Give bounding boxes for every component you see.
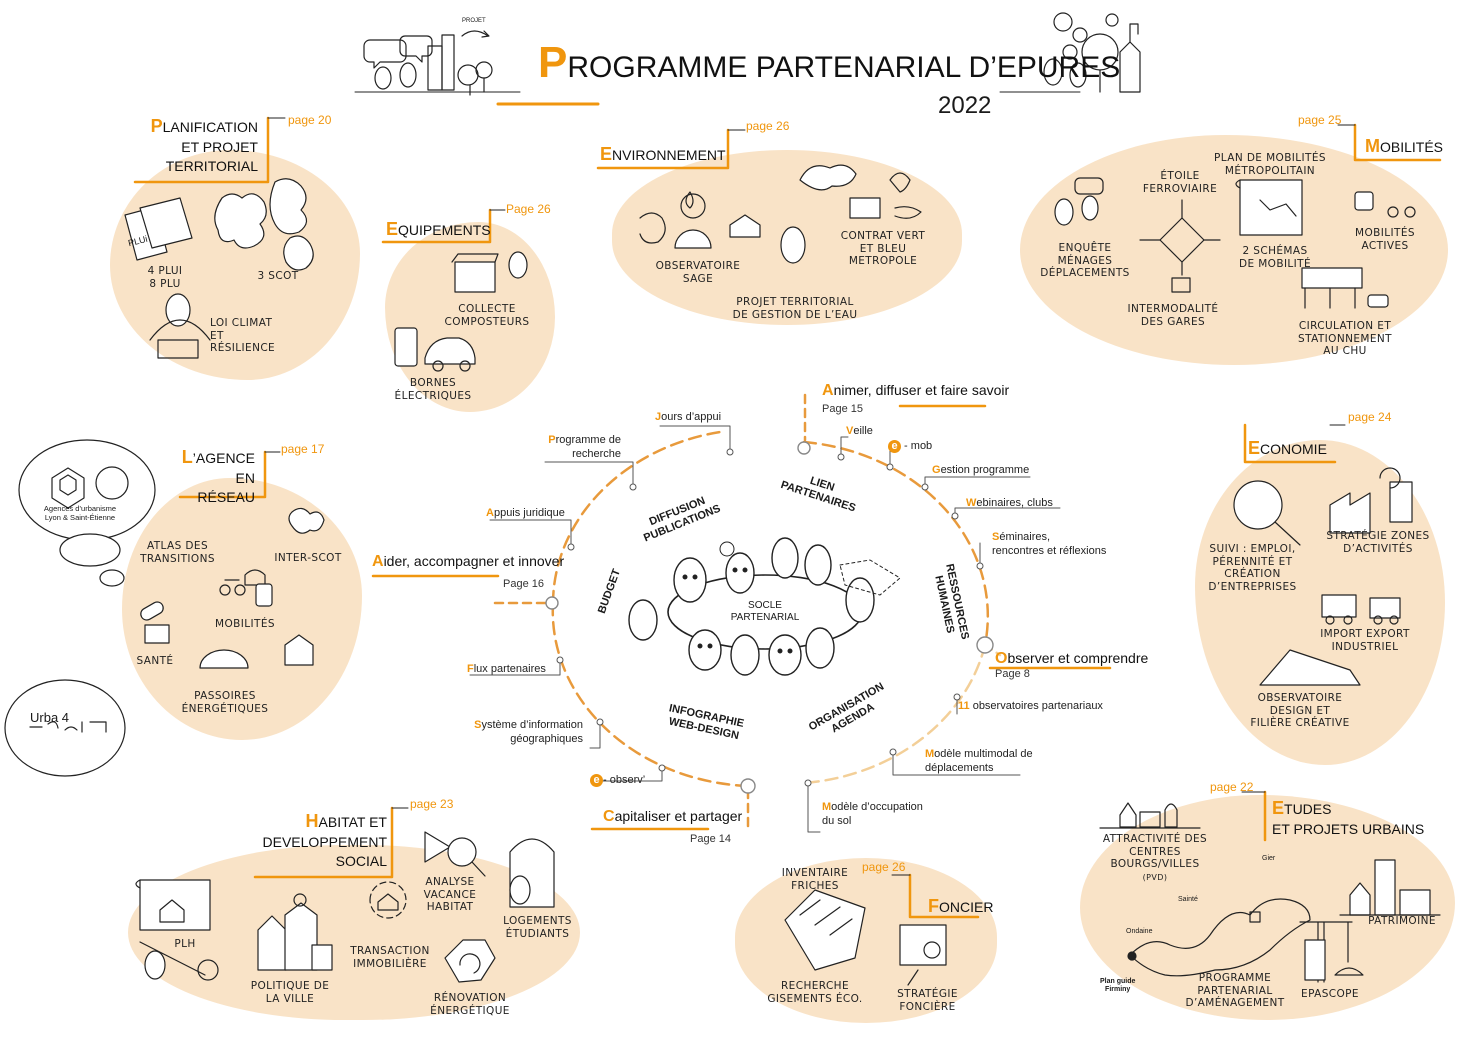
label-emob: e - mob	[888, 439, 932, 453]
label-flux-partenaires: Flux partenaires	[467, 663, 546, 675]
page-title: PROGRAMME PARTENARIAL D’EPURES	[538, 38, 1120, 88]
label-11-observatoires: 11 observatoires partenariaux	[958, 700, 1103, 712]
section-title-agence: L’AGENCE EN RÉSEAU	[181, 447, 255, 505]
page-ref-etudes: page 22	[1210, 780, 1254, 794]
map-label-sainte: Sainté	[1178, 896, 1198, 903]
label-veille: Veille	[846, 425, 873, 437]
blob-habitat	[128, 845, 580, 1020]
header-sketch-text: PROJET	[462, 18, 486, 24]
page-year: 2022	[938, 92, 992, 119]
map-label-gier: Gier	[1262, 855, 1276, 862]
axis-observer-page: Page 8	[995, 668, 1030, 680]
axis-capitaliser-page: Page 14	[690, 833, 731, 845]
page-ref-equipements: Page 26	[506, 202, 551, 216]
item-sante: SANTÉ	[136, 655, 174, 667]
blob-planification	[110, 150, 360, 380]
page-ref-planification: page 20	[288, 113, 332, 127]
label-gestion-programme: Gestion programme	[932, 464, 1030, 476]
page-ref-mobilites: page 25	[1298, 113, 1342, 127]
section-title-habitat: HABITAT ET DEVELOPPEMENT SOCIAL	[262, 811, 387, 869]
page-ref-environnement: page 26	[746, 119, 790, 133]
item-agence-mobilites: MOBILITÉS	[215, 618, 275, 630]
item-patrimoine: PATRIMOINE	[1368, 915, 1436, 927]
axis-animer: Animer, diffuser et faire savoir	[822, 382, 1010, 399]
label-webinaires: Webinaires, clubs	[966, 497, 1053, 509]
section-title-etudes: ETUDES ET PROJETS URBAINS	[1272, 798, 1425, 838]
label-sig: Système d’information géographiques	[474, 719, 583, 746]
axis-aider-page: Page 16	[503, 578, 544, 590]
title-text: ROGRAMME PARTENARIAL D’EPURES	[567, 51, 1121, 84]
axis-observer: Observer et comprendre	[995, 650, 1149, 667]
label-appuis-juridique: Appuis juridique	[486, 507, 565, 519]
axis-aider: Aider, accompagner et innover	[372, 553, 565, 570]
section-title-equipements: EQUIPEMENTS	[386, 219, 491, 239]
section-title-mobilites: MOBILITÉS	[1365, 136, 1444, 156]
item-scot: 3 SCOT	[257, 270, 299, 282]
section-title-environnement: ENVIRONNEMENT	[600, 144, 726, 164]
page-ref-economie: page 24	[1348, 410, 1392, 424]
page-ref-habitat: page 23	[410, 797, 454, 811]
axis-animer-page: Page 15	[822, 403, 863, 415]
label-seminaires: Séminaires, rencontres et réflexions	[992, 531, 1107, 558]
urba4-text: Urba 4	[30, 710, 70, 725]
axis-capitaliser: Capitaliser et partager	[603, 808, 743, 825]
label-modele-occupation: Modèle d’occupation du sol	[822, 801, 923, 828]
item-epascope: EPASCOPE	[1301, 988, 1359, 1000]
blob-foncier	[735, 858, 997, 1023]
item-inter-scot: INTER-SCOT	[274, 552, 342, 564]
section-title-foncier: FONCIER	[928, 896, 994, 916]
blob-mobilites	[1020, 135, 1448, 365]
label-eobserv: e- observ’	[590, 773, 645, 787]
page-ref-agence: page 17	[281, 442, 325, 456]
label-jours-appui: Jours d’appui	[655, 411, 722, 423]
section-title-planification: PLANIFICATION ET PROJET TERRITORIAL	[150, 116, 258, 174]
title-first-letter: P	[538, 38, 568, 87]
label-programme-recherche: Programme de recherche	[548, 434, 621, 461]
page-ref-foncier: page 26	[862, 860, 906, 874]
item-plh: PLH	[174, 938, 196, 950]
label-modele-multimodal: Modèle multimodal de déplacements	[925, 748, 1033, 775]
section-title-economie: ECONOMIE	[1248, 438, 1327, 458]
map-label-ondaine: Ondaine	[1126, 928, 1153, 935]
